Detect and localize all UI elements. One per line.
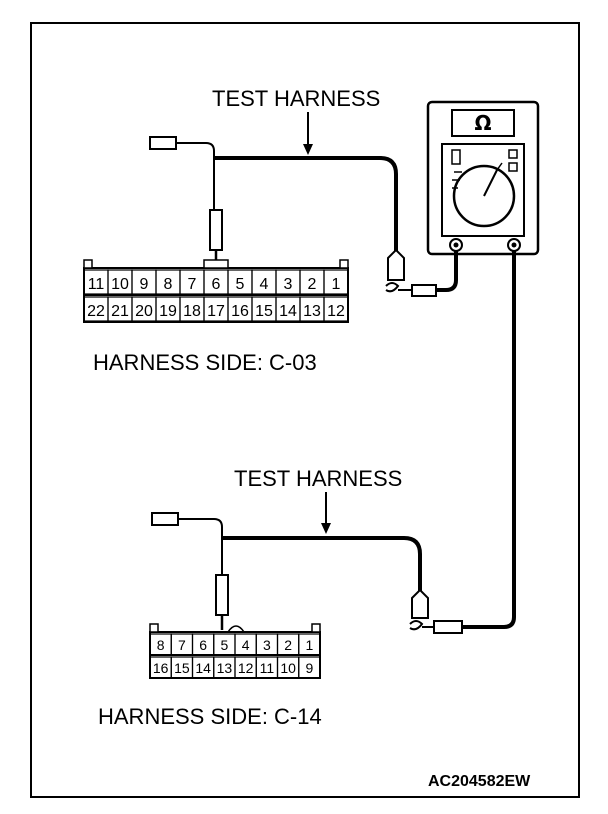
bottom-harness-arrow xyxy=(321,492,331,534)
ohmmeter: Ω xyxy=(426,100,540,256)
pin-number: 4 xyxy=(242,637,250,653)
top-test-harness xyxy=(149,136,458,297)
figure-frame xyxy=(30,22,580,798)
ohm-symbol: Ω xyxy=(474,111,491,135)
pin-number: 10 xyxy=(111,276,129,293)
pin-cell xyxy=(323,269,349,295)
pin-number: 16 xyxy=(231,303,249,320)
top-harness-arrow xyxy=(303,112,313,155)
pin-number: 3 xyxy=(284,276,293,293)
pin-cell xyxy=(298,633,321,656)
pin-number: 5 xyxy=(236,276,245,293)
pin-number: 22 xyxy=(87,303,105,320)
pin-number: 7 xyxy=(178,637,186,653)
pin-number: 2 xyxy=(308,276,317,293)
pin-number: 5 xyxy=(220,637,228,653)
pin-number: 16 xyxy=(153,660,169,676)
pin-number: 3 xyxy=(263,637,271,653)
pin-number: 13 xyxy=(303,303,321,320)
pin-number: 1 xyxy=(305,637,313,653)
bottom-test-harness xyxy=(151,251,516,634)
top-test-harness-label: TEST HARNESS xyxy=(212,86,381,111)
pin-number: 15 xyxy=(255,303,273,320)
pin-number: 6 xyxy=(199,637,207,653)
pin-number: 14 xyxy=(279,303,297,320)
pin-number: 10 xyxy=(280,660,296,676)
pin-number: 7 xyxy=(188,276,197,293)
pin-number: 2 xyxy=(284,637,292,653)
pin-cell xyxy=(323,296,349,322)
pin-number: 9 xyxy=(140,276,149,293)
pin-number: 6 xyxy=(212,276,221,293)
pin-number: 14 xyxy=(195,660,211,676)
bottom-connector-label: HARNESS SIDE: C-14 xyxy=(98,704,322,729)
pin-number: 1 xyxy=(332,276,341,293)
pin-number: 13 xyxy=(217,660,233,676)
pin-number: 18 xyxy=(183,303,201,320)
pin-number: 17 xyxy=(207,303,225,320)
pin-number: 8 xyxy=(164,276,173,293)
pin-number: 15 xyxy=(174,660,190,676)
pin-number: 20 xyxy=(135,303,153,320)
pin-number: 11 xyxy=(88,276,105,293)
pin-cell xyxy=(298,656,321,679)
pin-number: 12 xyxy=(238,660,254,676)
pin-number: 9 xyxy=(305,660,313,676)
bottom-test-harness-label: TEST HARNESS xyxy=(234,466,403,491)
pin-number: 4 xyxy=(260,276,269,293)
pin-number: 21 xyxy=(111,303,129,320)
pin-number: 12 xyxy=(327,303,345,320)
pin-number: 8 xyxy=(157,637,165,653)
pin-number: 19 xyxy=(159,303,177,320)
top-connector-label: HARNESS SIDE: C-03 xyxy=(93,350,317,375)
pin-number: 11 xyxy=(260,660,275,676)
figure-code: AC204582EW xyxy=(428,773,531,790)
